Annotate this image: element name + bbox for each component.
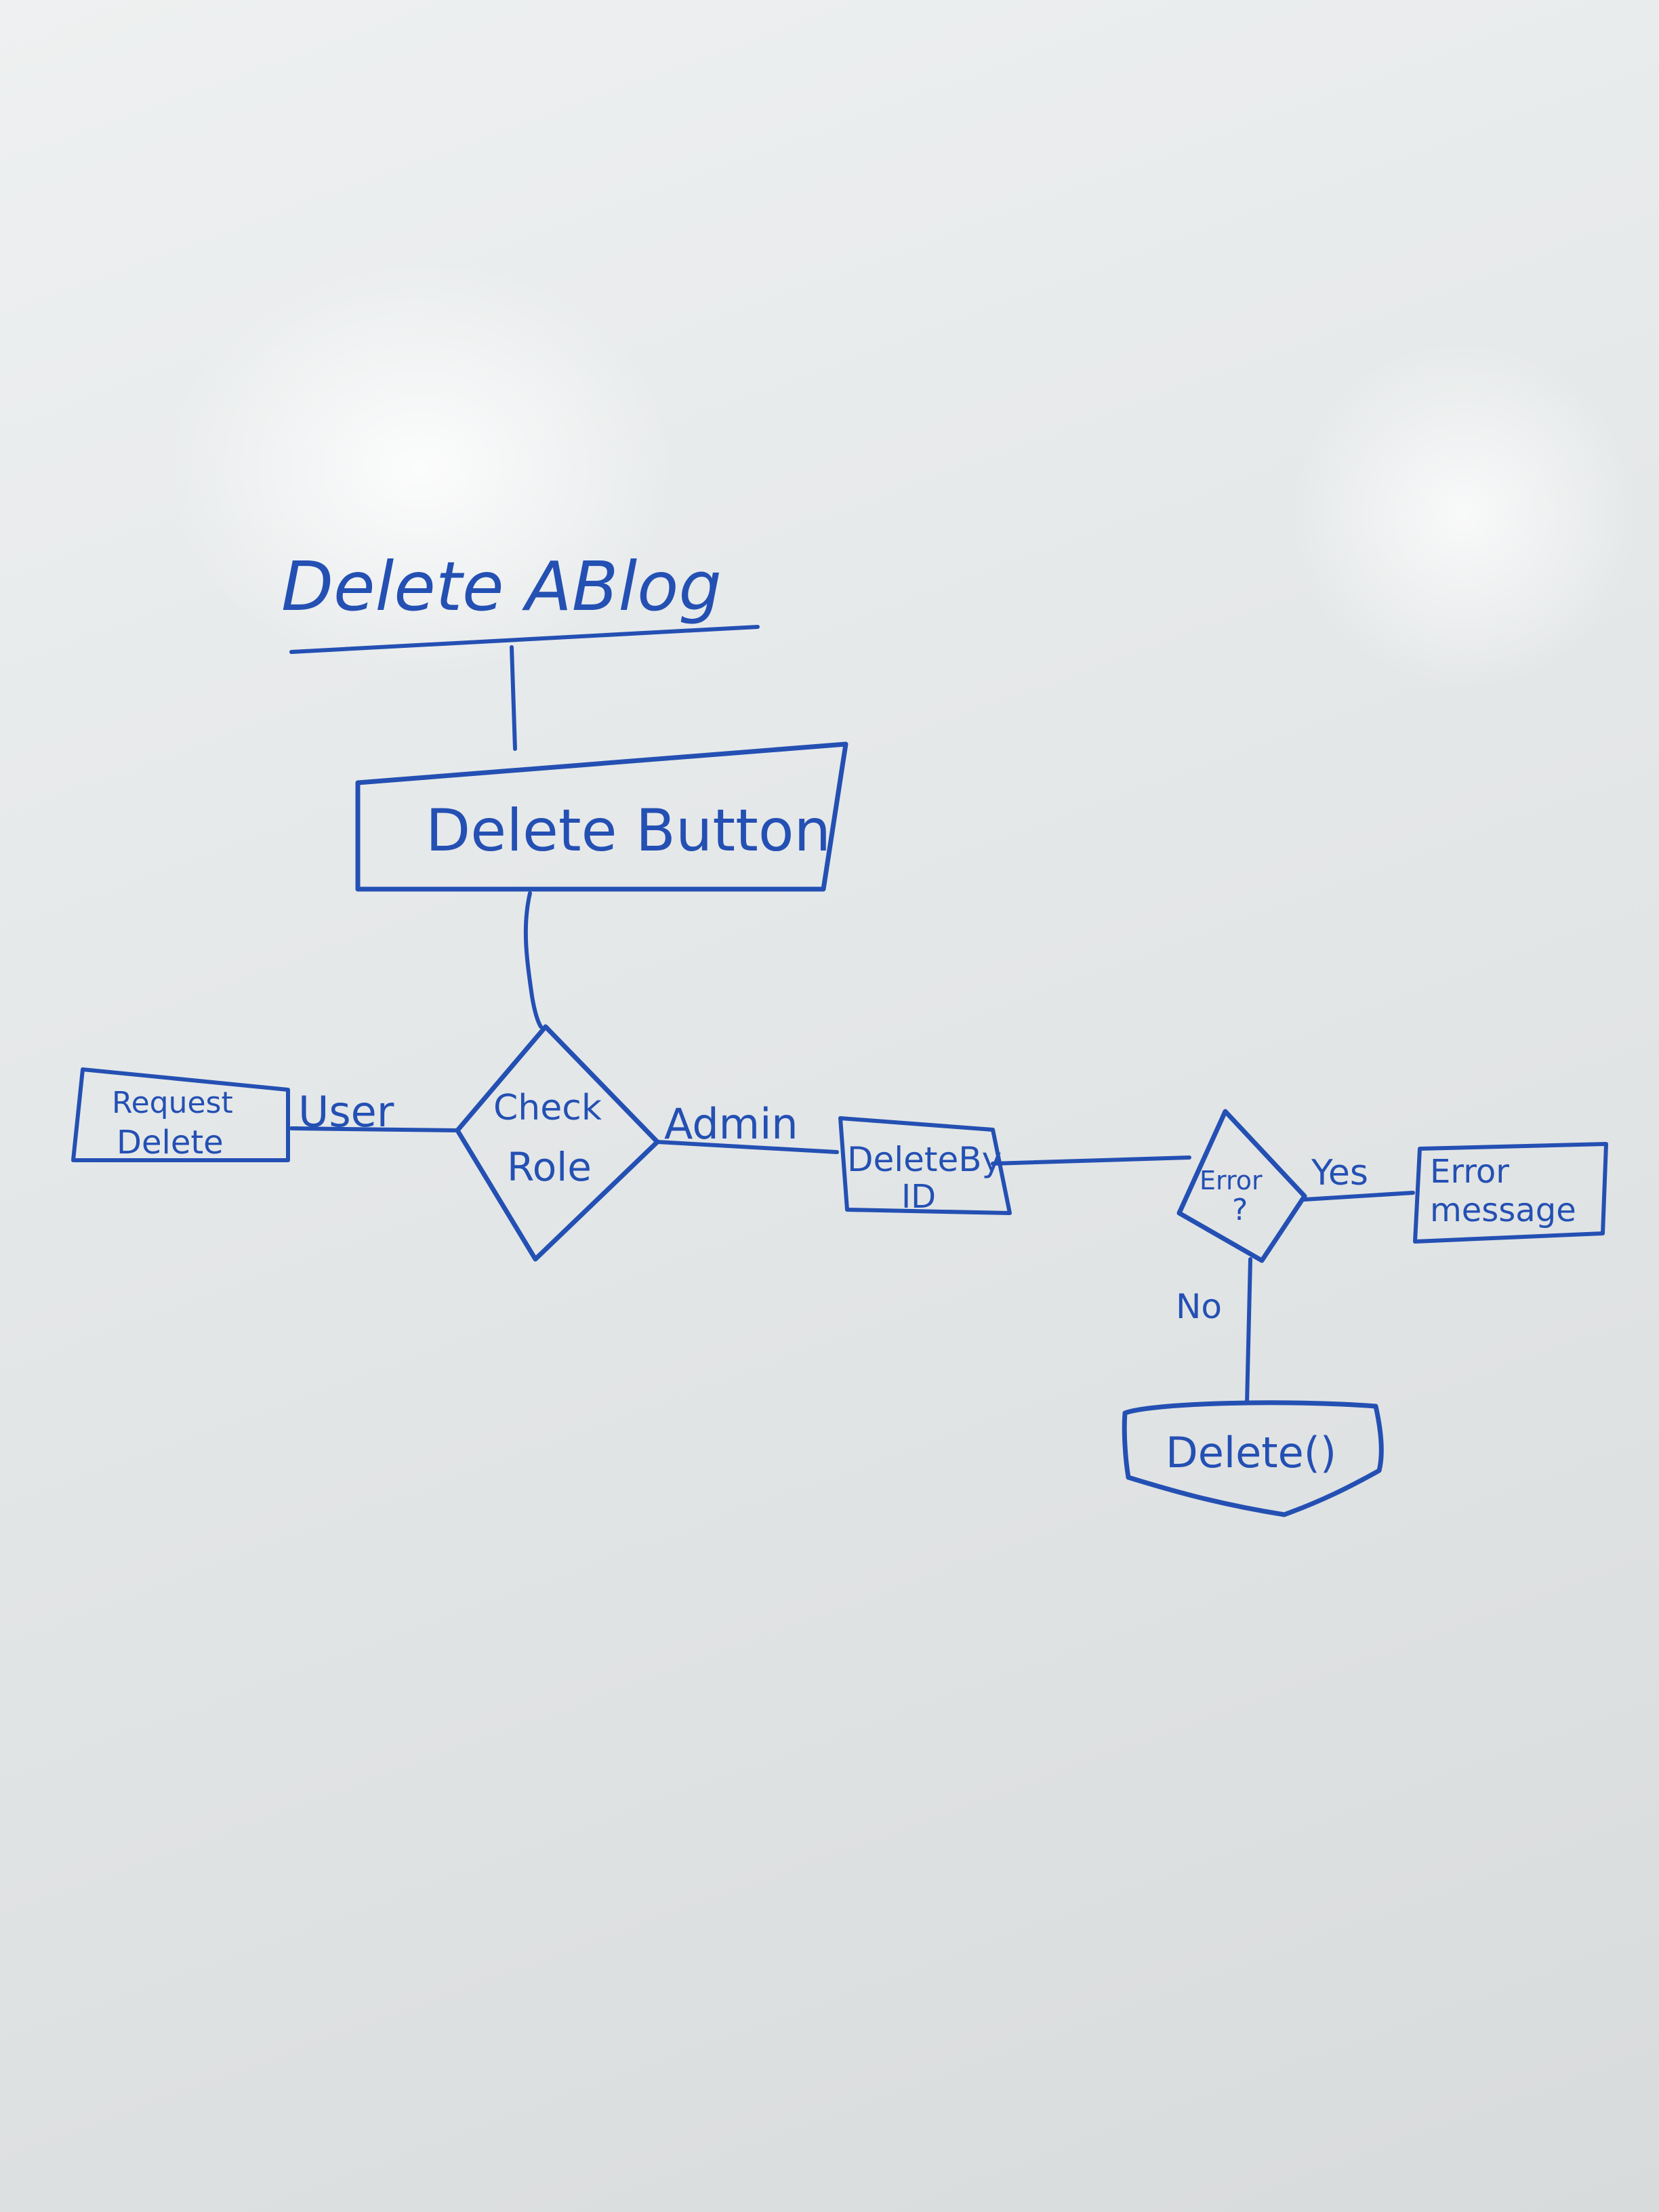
connector-title-button (510, 645, 517, 751)
delete-button-label: Delete Button (426, 797, 831, 865)
connector-button-checkrole (523, 891, 543, 1029)
connector-error-no (1245, 1257, 1252, 1405)
error-check-label-line2: ? (1232, 1193, 1248, 1227)
title-underline (289, 625, 760, 654)
check-role-node: Check Role (455, 1024, 660, 1262)
connector-checkrole-user (289, 1126, 459, 1132)
delete-fn-node: Delete() (1122, 1400, 1384, 1517)
error-message-label-line2: message (1430, 1191, 1576, 1229)
board-glare (163, 258, 678, 678)
edge-label-admin: Admin (664, 1099, 798, 1149)
edge-label-yes: Yes (1311, 1153, 1368, 1193)
check-role-label-line1: Check (493, 1088, 602, 1128)
delete-by-id-node: DeleteBy ID (838, 1116, 1012, 1216)
connector-checkrole-admin (655, 1140, 839, 1154)
diagram-title: Delete ABlog (281, 547, 722, 626)
error-message-node: Error message (1413, 1142, 1608, 1244)
delete-by-id-label-line1: DeleteBy (847, 1140, 1002, 1179)
request-delete-label-line2: Delete (117, 1124, 224, 1162)
edge-label-no: No (1176, 1287, 1222, 1326)
board-glare-right (1288, 339, 1640, 691)
delete-button-node: Delete Button (355, 741, 848, 892)
edge-label-user: User (298, 1087, 394, 1136)
check-role-label-line2: Role (507, 1144, 592, 1190)
connector-deletebyid-error (991, 1155, 1191, 1166)
error-check-node: Error ? (1176, 1109, 1307, 1263)
connector-error-yes (1303, 1191, 1415, 1202)
request-delete-node: Request Delete (71, 1067, 290, 1162)
request-delete-label-line1: Request (112, 1086, 233, 1120)
delete-by-id-label-line2: ID (901, 1178, 936, 1216)
error-check-label-line1: Error (1200, 1166, 1263, 1195)
error-message-label-line1: Error (1430, 1153, 1509, 1191)
delete-fn-label: Delete() (1166, 1428, 1336, 1477)
